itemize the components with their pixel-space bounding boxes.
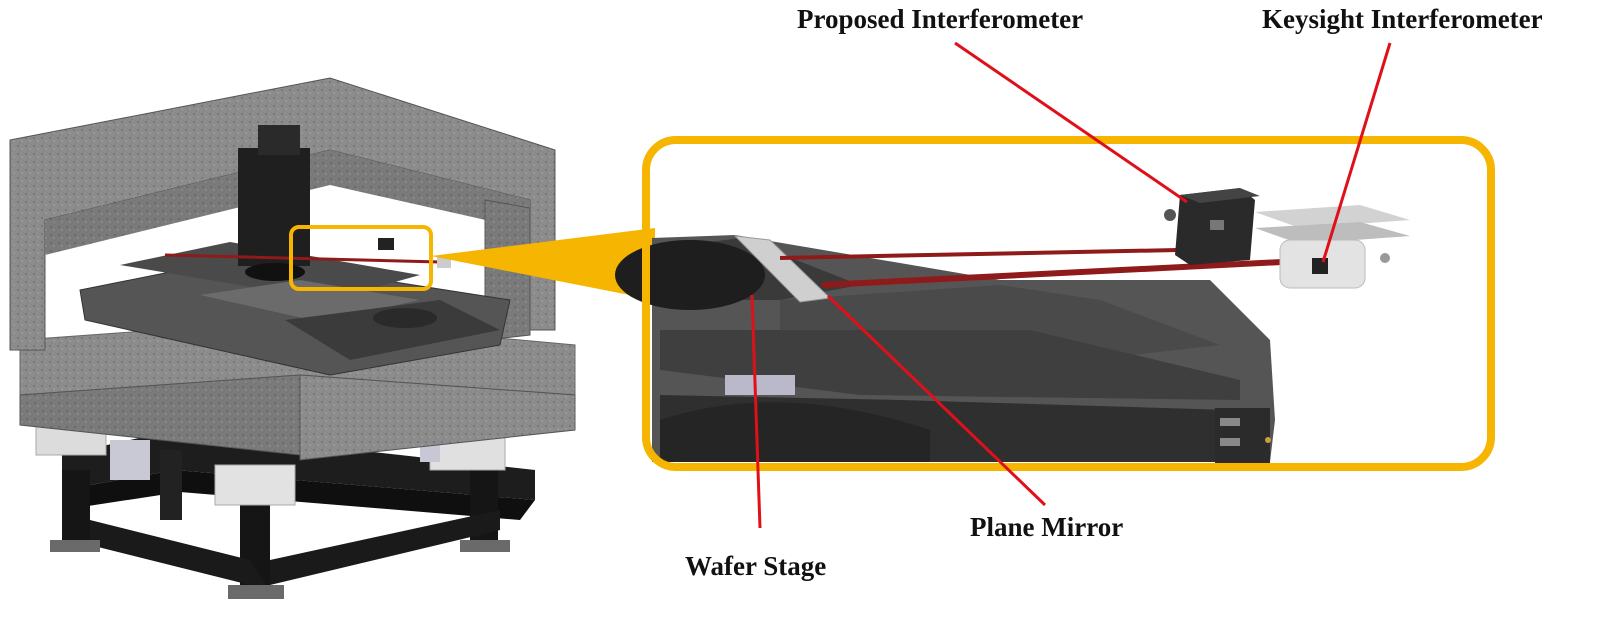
label-proposed-interferometer: Proposed Interferometer xyxy=(797,4,1084,34)
detail-view xyxy=(615,136,1495,471)
laser-beam-overview xyxy=(164,253,441,264)
zoom-wedge xyxy=(431,228,655,300)
label-wafer-stage: Wafer Stage xyxy=(685,551,827,581)
proposed-interferometer-device xyxy=(1164,188,1260,265)
callout-box-detail xyxy=(642,136,1495,471)
wafer-chuck xyxy=(615,240,765,310)
laser-beam-lower xyxy=(821,259,1283,288)
label-plane-mirror: Plane Mirror xyxy=(970,512,1124,542)
keysight-interferometer-device xyxy=(1255,205,1410,289)
machine-assembly xyxy=(9,77,576,599)
leader-keysight xyxy=(1321,42,1392,263)
laser-beam-upper xyxy=(779,248,1179,260)
leader-wafer-stage xyxy=(750,294,762,529)
callout-box-small xyxy=(289,225,433,291)
leader-proposed xyxy=(954,41,1188,204)
leader-lines xyxy=(750,41,1392,529)
leader-plane-mirror xyxy=(826,294,1047,507)
label-keysight-interferometer: Keysight Interferometer xyxy=(1262,4,1543,34)
interferometer-small-icon xyxy=(378,238,394,250)
